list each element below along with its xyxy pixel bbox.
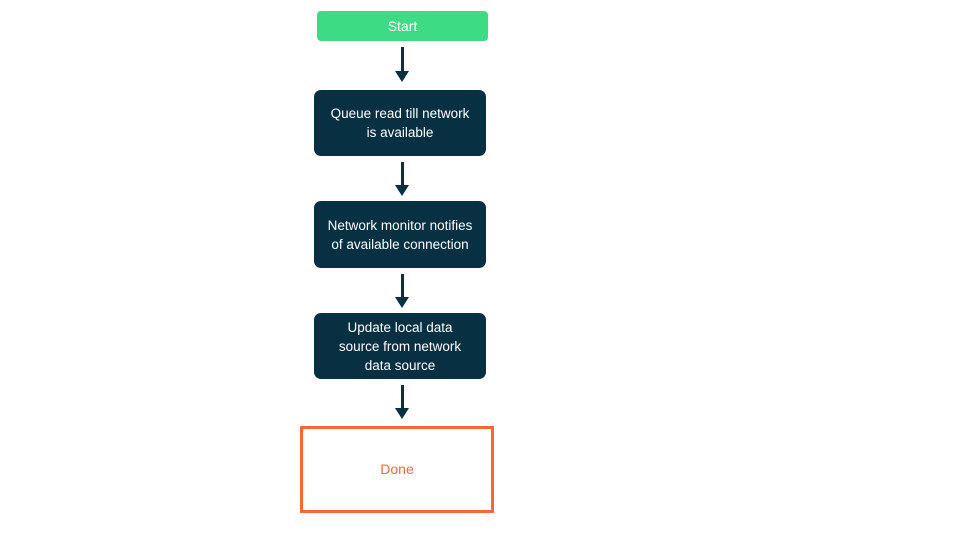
- arrow-head-icon: [395, 185, 409, 196]
- arrow-stem: [400, 47, 404, 71]
- flow-node-update-local-data: Update local data source from network da…: [314, 313, 486, 379]
- flow-node-queue-read: Queue read till network is available: [314, 90, 486, 156]
- flow-node-done: Done: [300, 426, 494, 513]
- arrow-stem: [400, 274, 404, 297]
- arrow-stem: [400, 385, 404, 408]
- arrow-head-icon: [395, 71, 409, 82]
- arrow-stem: [400, 162, 404, 185]
- arrow-head-icon: [395, 297, 409, 308]
- arrow-head-icon: [395, 408, 409, 419]
- flow-node-start: Start: [317, 11, 488, 41]
- flow-node-network-monitor: Network monitor notifies of available co…: [314, 201, 486, 268]
